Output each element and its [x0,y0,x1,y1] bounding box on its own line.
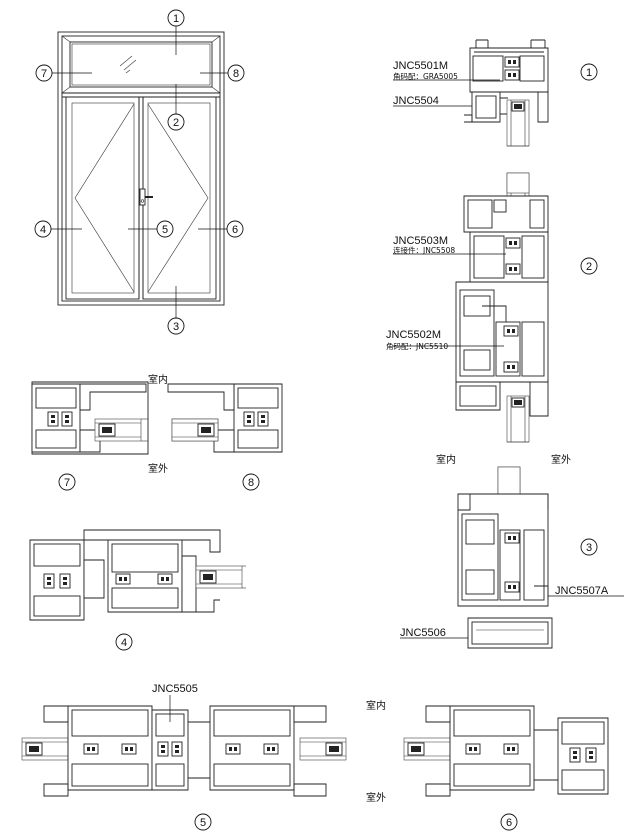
label-jnc5501m: JNC5501M [393,60,448,72]
svg-text:2: 2 [586,261,592,273]
outdoor-label-2: 室外 [551,453,571,466]
svg-text:1: 1 [173,13,179,25]
callout-5-section: 5 [194,813,212,831]
callout-1-section: 1 [580,63,598,81]
svg-text:3: 3 [586,542,592,554]
callout-5-door: 5 [156,220,174,238]
label-jnc5507a: JNC5507A [555,585,609,597]
callout-6-door: 6 [226,220,244,238]
note-jnc5503m: 连接件：JNC5508 [393,245,455,255]
label-jnc5504: JNC5504 [393,95,439,107]
svg-text:6: 6 [506,817,512,829]
svg-text:5: 5 [162,224,168,236]
callout-1-door: 1 [167,9,185,27]
callout-3-section: 3 [580,538,598,556]
svg-text:5: 5 [200,817,206,829]
outdoor-label-5-6: 室外 [366,791,386,804]
svg-text:7: 7 [64,477,70,489]
section-4 [29,529,246,621]
svg-text:6: 6 [232,224,238,236]
callout-8-door: 8 [227,64,245,82]
section-7 [31,381,149,455]
indoor-label-7-8: 室内 [148,373,168,386]
svg-text:7: 7 [41,68,47,80]
svg-text:1: 1 [586,67,592,79]
svg-text:8: 8 [248,477,254,489]
callout-2-section: 2 [580,257,598,275]
callout-8-section: 8 [242,473,260,491]
note-jnc5502m: 角码配：JNC5510 [386,341,448,351]
indoor-label-2: 室内 [436,453,456,466]
svg-text:4: 4 [121,637,127,649]
outdoor-label-7-8: 室外 [148,462,168,475]
label-jnc5502m: JNC5502M [386,329,441,341]
callout-4-section: 4 [115,633,133,651]
label-jnc5505: JNC5505 [152,683,198,695]
callout-6-section: 6 [500,813,518,831]
svg-text:8: 8 [233,68,239,80]
svg-text:3: 3 [173,321,179,333]
callout-7-door: 7 [35,64,53,82]
section-1 [393,39,549,147]
section-5 [21,695,347,797]
svg-text:2: 2 [173,117,179,129]
label-jnc5503m: JNC5503M [393,235,448,247]
svg-text:4: 4 [40,224,46,236]
callout-2-door: 2 [167,113,185,131]
section-6 [403,705,609,797]
section-3 [400,466,624,649]
callout-3-door: 3 [167,317,185,335]
callout-7-section: 7 [58,473,76,491]
section-2 [393,172,549,443]
note-jnc5501m: 角码配：GRA5005 [393,71,458,81]
callout-4-door: 4 [34,220,52,238]
section-8 [167,383,283,453]
label-jnc5506: JNC5506 [400,627,446,639]
door-elevation [51,26,233,318]
indoor-label-5-6: 室内 [366,699,386,712]
